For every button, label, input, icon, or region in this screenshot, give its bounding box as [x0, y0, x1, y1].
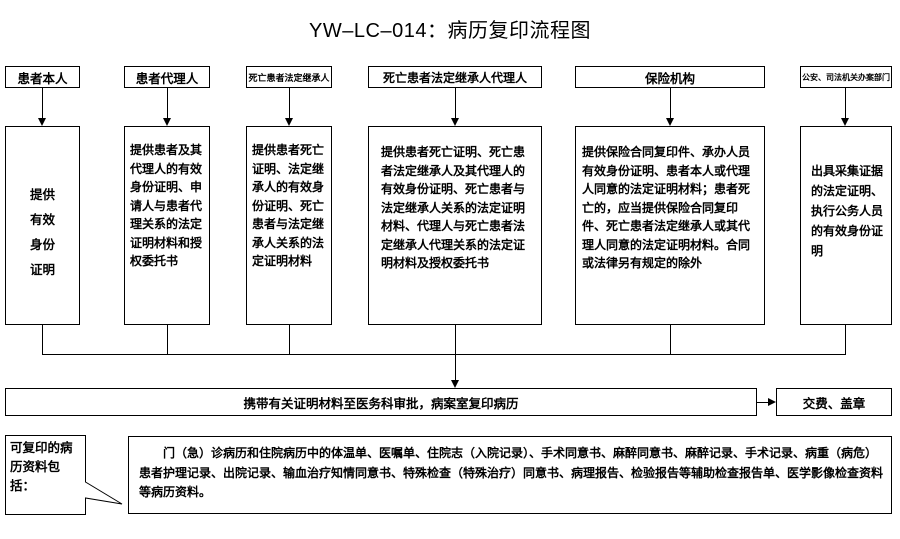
arrow-line	[42, 88, 43, 118]
header-heir-agent: 死亡患者法定继承人代理人	[368, 66, 542, 88]
detail-deceased-heir: 提供患者死亡证明、法定继承人的有效身份证明、死亡患者与法定继承人关系的法定证明材…	[246, 126, 332, 325]
connector-line	[845, 325, 846, 355]
detail-patient-agent: 提供患者及其代理人的有效身份证明、申请人与患者代理关系的法定证明材料和授权委托书	[124, 126, 210, 325]
arrow-line	[455, 88, 456, 118]
merge-line	[42, 354, 846, 355]
connector-line	[455, 325, 456, 355]
connector-line	[289, 325, 290, 355]
arrow-line	[670, 88, 671, 118]
connector-line	[167, 325, 168, 355]
header-patient-self: 患者本人	[5, 66, 80, 88]
final-step-box: 交费、盖章	[776, 388, 892, 416]
process-step-text: 携带有关证明材料至医务科审批，病案室复印病历	[243, 395, 519, 411]
header-judicial: 公安、司法机关办案部门	[800, 66, 892, 88]
arrow-right-icon	[768, 398, 776, 406]
arrow-line	[455, 354, 456, 381]
arrow-down-icon	[38, 118, 46, 126]
arrow-line	[845, 88, 846, 118]
connector-line	[42, 325, 43, 355]
note-label: 可复印的病历资料包括：	[10, 440, 73, 493]
connector-line	[670, 325, 671, 355]
arrow-line	[289, 88, 290, 118]
detail-text: 提供患者及其代理人的有效身份证明、申请人与患者代理关系的法定证明材料和授权委托书	[130, 143, 203, 268]
detail-heir-agent: 提供患者死亡证明、死亡患者法定继承人及其代理人的有效身份证明、死亡患者与法定继承…	[368, 126, 542, 325]
detail-judicial: 出具采集证据的法定证明、执行公务人员的有效身份证明	[800, 126, 892, 325]
detail-patient-self: 提供 有效 身份 证明	[5, 126, 80, 325]
detail-text: 提供患者死亡证明、法定继承人的有效身份证明、死亡患者与法定继承人关系的法定证明材…	[252, 143, 325, 268]
process-step-box: 携带有关证明材料至医务科审批，病案室复印病历	[5, 388, 757, 416]
header-patient-agent: 患者代理人	[124, 66, 210, 88]
page-title: YW–LC–014：病历复印流程图	[309, 20, 591, 42]
header-deceased-heir: 死亡患者法定继承人	[246, 66, 332, 88]
detail-insurance: 提供保险合同复印件、承办人员有效身份证明、患者本人或代理人同意的法定证明材料；患…	[575, 126, 765, 325]
detail-text: 出具采集证据的法定证明、执行公务人员的有效身份证明	[811, 164, 884, 258]
note-content-box: 门（急）诊病历和住院病历中的体温单、医嘱单、住院志（入院记录）、手术同意书、麻醉…	[128, 436, 892, 514]
detail-text: 提供患者死亡证明、死亡患者法定继承人及其代理人的有效身份证明、死亡患者与法定继承…	[381, 145, 526, 270]
arrow-line	[167, 88, 168, 118]
detail-text: 提供 有效 身份 证明	[29, 187, 55, 277]
arrow-down-icon	[163, 118, 171, 126]
arrow-down-icon	[451, 380, 459, 388]
final-step-text: 交费、盖章	[802, 395, 866, 411]
arrow-line	[757, 402, 769, 403]
arrow-down-icon	[841, 118, 849, 126]
arrow-down-icon	[285, 118, 293, 126]
detail-text: 提供保险合同复印件、承办人员有效身份证明、患者本人或代理人同意的法定证明材料；患…	[582, 145, 751, 270]
header-insurance: 保险机构	[575, 66, 765, 88]
arrow-down-icon	[666, 118, 674, 126]
arrow-down-icon	[451, 118, 459, 126]
note-callout-shape	[5, 435, 123, 515]
note-text: 门（急）诊病历和住院病历中的体温单、医嘱单、住院志（入院记录）、手术同意书、麻醉…	[139, 446, 884, 499]
